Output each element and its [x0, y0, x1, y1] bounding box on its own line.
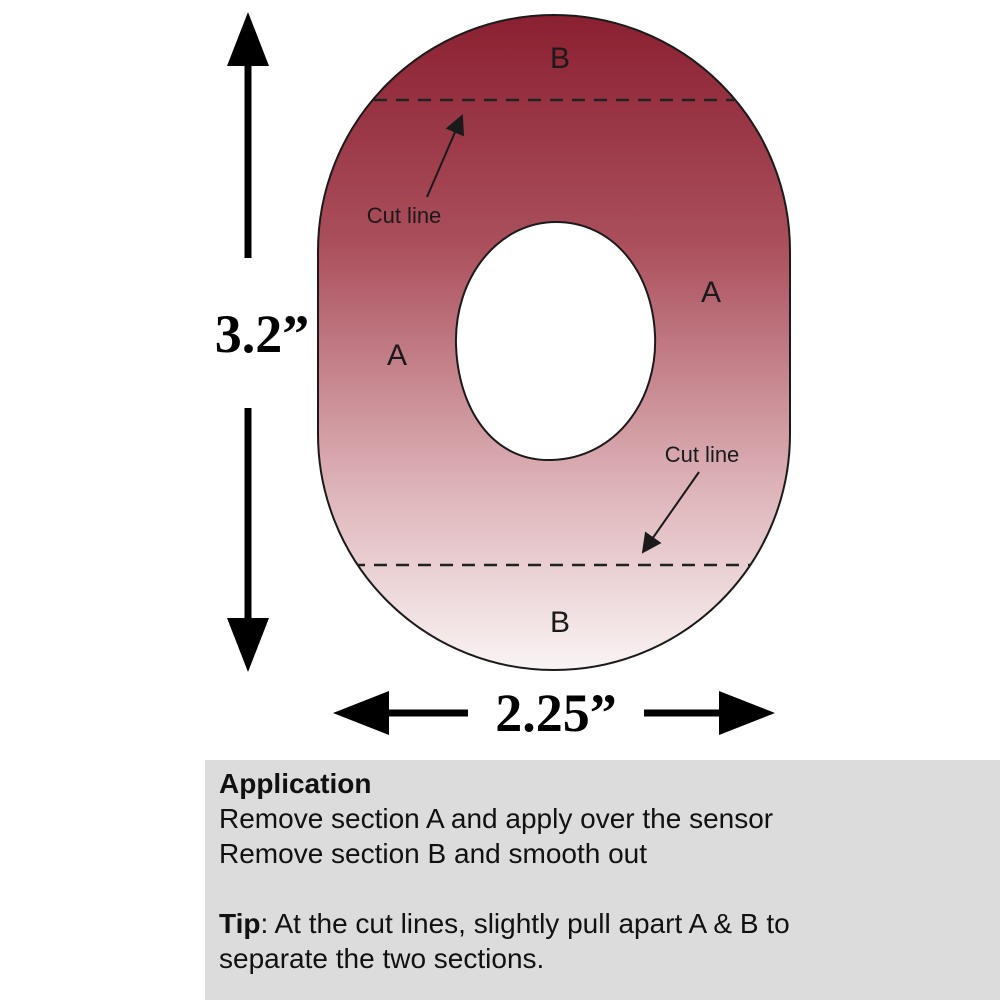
patch-shape-with-sensor-hole: [317, 14, 791, 671]
section-a-right-label: A: [701, 276, 721, 309]
cut-line-bottom-arrow: [641, 471, 700, 554]
width-dimension: 2.25”: [333, 683, 775, 743]
height-arrow-up-icon: [227, 12, 269, 66]
cut-line-top-label: Cut line: [367, 203, 442, 228]
width-arrow-right-icon: [719, 691, 775, 735]
height-arrow-down-icon: [227, 618, 269, 672]
height-value-label: 3.2”: [215, 304, 310, 364]
section-a-left-label: A: [387, 339, 407, 372]
patch-diagram: B A A B Cut line Cut line 3.2” 2.25”: [215, 12, 791, 743]
section-b-bottom-label: B: [550, 606, 570, 639]
instruction-line-2: Remove section B and smooth out: [219, 838, 648, 869]
tip-label: Tip: [219, 908, 261, 939]
width-arrow-left-icon: [333, 691, 389, 735]
instruction-line-1: Remove section A and apply over the sens…: [219, 803, 774, 834]
cut-line-bottom-label: Cut line: [665, 442, 740, 467]
instructions-title: Application: [219, 768, 372, 799]
width-value-label: 2.25”: [495, 683, 617, 743]
tip-text: : At the cut lines, slightly pull apart …: [219, 908, 790, 974]
instructions-tip: Tip: At the cut lines, slightly pull apa…: [219, 906, 879, 976]
application-instructions-box: Application Remove section A and apply o…: [205, 760, 1000, 1000]
cut-line-top-arrow: [426, 114, 465, 198]
section-b-top-label: B: [550, 42, 570, 75]
height-dimension: 3.2”: [215, 12, 310, 672]
